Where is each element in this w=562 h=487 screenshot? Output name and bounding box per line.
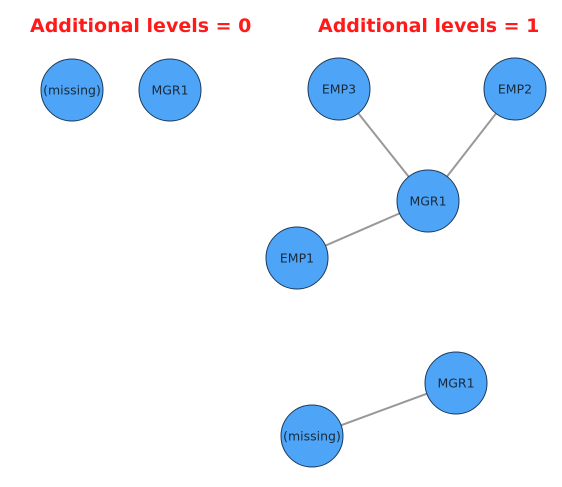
node-emp3-circle [307,57,371,121]
node-mgr1-a[interactable]: MGR1 [138,58,202,122]
node-missing-b-circle [280,404,344,468]
node-emp1[interactable]: EMP1 [265,226,329,290]
node-missing-b-label: (missing) [283,429,341,444]
node-missing-a-circle [40,58,104,122]
heading-levels-0: Additional levels = 0 [30,15,252,37]
heading-levels-1: Additional levels = 1 [318,15,540,37]
node-emp1-label: EMP1 [280,251,314,266]
node-mgr1-a-circle [138,58,202,122]
node-missing-a[interactable]: (missing) [40,58,104,122]
node-emp1-circle [265,226,329,290]
node-missing-a-label: (missing) [43,83,101,98]
node-mgr1-c-circle [424,351,488,415]
node-emp2[interactable]: EMP2 [483,57,547,121]
node-mgr1-b-label: MGR1 [409,194,446,209]
node-mgr1-b-circle [396,169,460,233]
node-layer: (missing) MGR1 EMP3 EMP2 MGR1 EMP1 MGR1 [40,57,547,468]
node-missing-b[interactable]: (missing) [280,404,344,468]
node-mgr1-b[interactable]: MGR1 [396,169,460,233]
node-mgr1-c-label: MGR1 [437,376,474,391]
node-emp3-label: EMP3 [322,82,356,97]
node-mgr1-c[interactable]: MGR1 [424,351,488,415]
node-emp2-label: EMP2 [498,82,532,97]
node-mgr1-a-label: MGR1 [151,83,188,98]
node-emp3[interactable]: EMP3 [307,57,371,121]
node-emp2-circle [483,57,547,121]
